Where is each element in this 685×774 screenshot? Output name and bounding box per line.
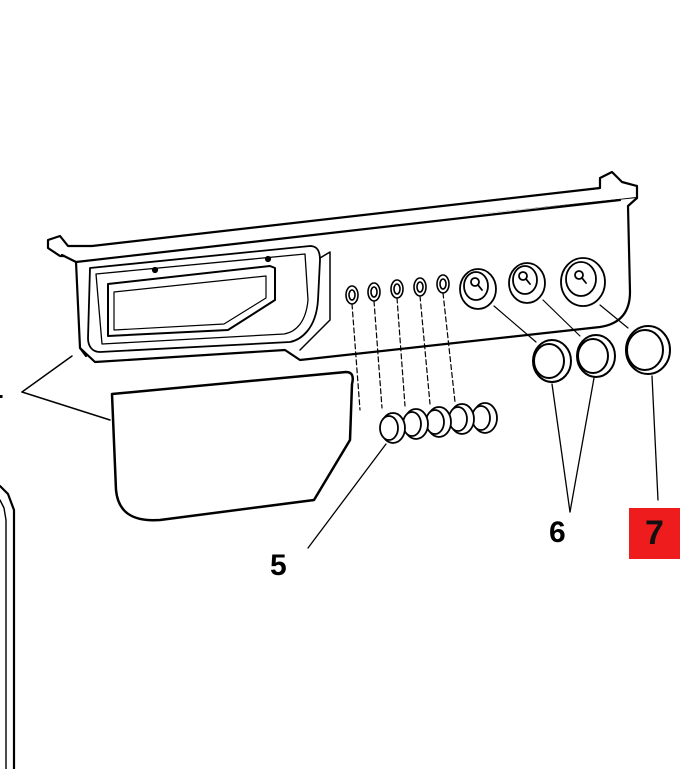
adjacent-part-edge xyxy=(0,484,16,771)
panel-knob-sockets xyxy=(459,257,606,310)
dashboard-panel xyxy=(46,170,639,364)
leader-line-7 xyxy=(651,375,659,501)
leader-lines-4 xyxy=(21,355,111,421)
small-knobs xyxy=(379,402,498,444)
callout-4: 4 xyxy=(0,378,3,408)
leader-lines-6 xyxy=(551,377,595,513)
leader-line-5 xyxy=(307,443,387,549)
callout-7-highlighted: 7 xyxy=(629,508,680,559)
large-knobs xyxy=(532,334,616,383)
large-knob-guide-lines xyxy=(493,299,581,343)
knob-7-guide-line xyxy=(599,304,629,329)
glovebox-lid xyxy=(110,370,354,522)
callout-6: 6 xyxy=(549,516,566,549)
knob-7 xyxy=(625,325,671,375)
callout-5: 5 xyxy=(270,549,287,582)
small-knob-guide-lines xyxy=(351,292,456,411)
